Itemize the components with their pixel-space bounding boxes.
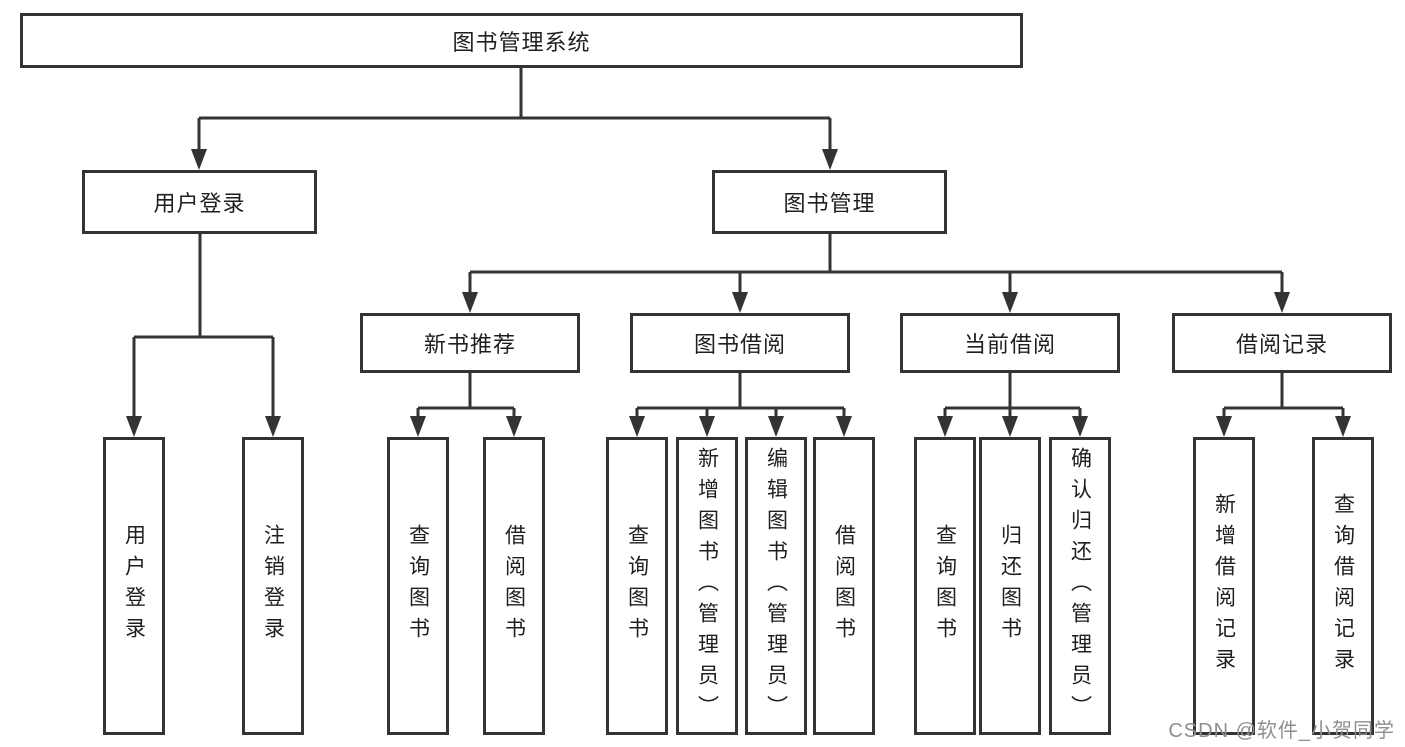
node-query-borrow-record: 查询借阅记录: [1312, 437, 1374, 735]
node-label: 新书推荐: [423, 332, 516, 357]
node-book-borrowing: 图书借阅: [630, 313, 850, 373]
node-label: 图书管理: [783, 191, 876, 216]
node-label: 新增借阅记录: [1212, 493, 1236, 679]
node-label: 查询图书: [625, 524, 649, 648]
node-logout-action: 注销登录: [242, 437, 304, 735]
node-label: 查询借阅记录: [1331, 493, 1355, 679]
node-label: 归还图书: [998, 524, 1022, 648]
node-label: 借阅记录: [1235, 332, 1328, 357]
node-label: 借阅图书: [502, 524, 526, 648]
node-borrow-books-borrowing: 借阅图书: [813, 437, 875, 735]
node-current-borrowing: 当前借阅: [900, 313, 1120, 373]
node-user-login-action: 用户登录: [103, 437, 165, 735]
node-book-management: 图书管理: [712, 170, 947, 234]
node-query-books-recommend: 查询图书: [387, 437, 449, 735]
node-confirm-return-admin: 确认归还（管理员）: [1049, 437, 1111, 735]
node-label: 用户登录: [153, 191, 246, 216]
node-add-borrow-record: 新增借阅记录: [1193, 437, 1255, 735]
node-new-book-recommendation: 新书推荐: [360, 313, 580, 373]
node-label: 用户登录: [122, 524, 146, 648]
node-label: 借阅图书: [832, 524, 856, 648]
node-label: 查询图书: [406, 524, 430, 648]
node-query-books-current: 查询图书: [914, 437, 976, 735]
node-label: 当前借阅: [963, 332, 1056, 357]
csdn-watermark: CSDN @软件_小贺同学: [1168, 720, 1395, 742]
node-add-books-admin: 新增图书（管理员）: [676, 437, 738, 735]
node-label: 图书管理系统: [452, 29, 591, 55]
node-label: 编辑图书（管理员）: [764, 446, 788, 726]
node-query-books-borrowing: 查询图书: [606, 437, 668, 735]
node-label: 新增图书（管理员）: [695, 446, 719, 726]
node-label: 注销登录: [261, 524, 285, 648]
node-return-books: 归还图书: [979, 437, 1041, 735]
node-library-management-system: 图书管理系统: [20, 13, 1023, 68]
node-borrow-books-recommend: 借阅图书: [483, 437, 545, 735]
node-label: 确认归还（管理员）: [1068, 446, 1092, 726]
arrowhead-icons: [126, 149, 1351, 437]
node-label: 图书借阅: [693, 332, 786, 357]
node-borrowing-records: 借阅记录: [1172, 313, 1392, 373]
node-edit-books-admin: 编辑图书（管理员）: [745, 437, 807, 735]
node-label: 查询图书: [933, 524, 957, 648]
node-user-login: 用户登录: [82, 170, 317, 234]
